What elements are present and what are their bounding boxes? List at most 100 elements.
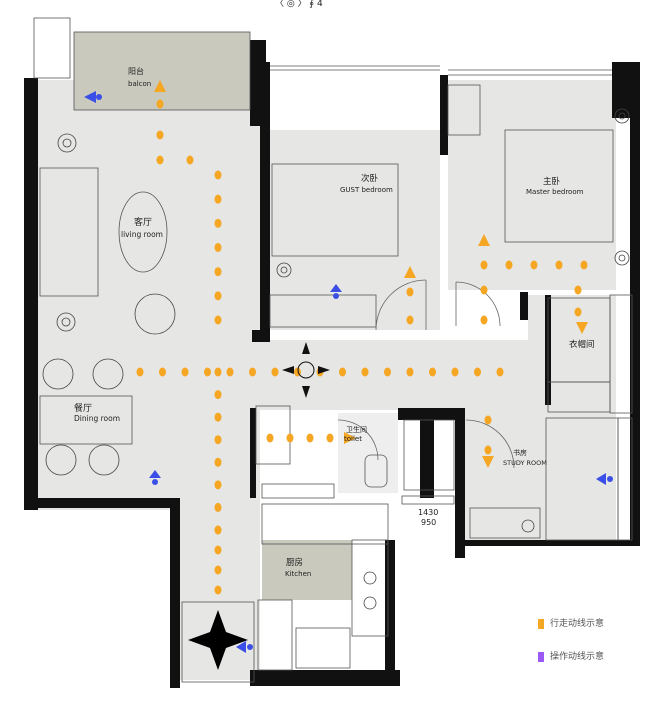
- path-dot: [204, 367, 211, 377]
- marker: [596, 473, 613, 485]
- arrow-down: [576, 322, 588, 334]
- path-dot: [580, 260, 588, 270]
- dimension-top: 1430: [418, 508, 438, 517]
- walking-path: [136, 99, 588, 595]
- legend-walking: 行走动线示意: [538, 616, 604, 629]
- living-label-zh: 客厅: [134, 216, 152, 228]
- path-dot: [326, 433, 334, 443]
- path-dot: [226, 367, 234, 377]
- walls: [24, 40, 640, 688]
- path-dot: [214, 315, 222, 325]
- entry-star-mark: [188, 610, 248, 670]
- legend-label: 行走动线示意: [550, 619, 605, 629]
- arrow-down: [482, 456, 494, 468]
- arrow-up: [478, 234, 490, 246]
- path-dot: [286, 433, 294, 443]
- dining-label-zh: 餐厅: [74, 402, 92, 414]
- kitchen-floor: [262, 540, 352, 600]
- path-dot: [406, 367, 414, 377]
- outlines: [33, 17, 633, 683]
- fixtures: [42, 108, 630, 610]
- path-dot: [214, 194, 222, 204]
- marker: [149, 470, 161, 485]
- path-dot: [156, 155, 164, 165]
- arrow-right: [344, 432, 356, 444]
- path-dot: [214, 291, 222, 301]
- path-dot: [496, 367, 504, 377]
- view-markers: [84, 91, 613, 653]
- path-dot: [384, 367, 391, 377]
- path-dot: [214, 243, 222, 252]
- toilet-label-en: toilet: [344, 435, 362, 443]
- compass-icon: [282, 342, 330, 398]
- path-dot: [574, 307, 582, 317]
- path-dot: [480, 285, 488, 295]
- legend-swatch: [538, 651, 544, 662]
- header-glyphs: 〈 ◎ 〉 ∮ 4: [275, 0, 323, 9]
- path-dot: [484, 445, 492, 455]
- path-dot: [214, 502, 222, 512]
- study-label-zh: 书房: [513, 448, 527, 457]
- floor-fill: [38, 80, 616, 680]
- study-label-en: STUDY ROOM: [503, 459, 547, 467]
- kitchen-label-zh: 厨房: [286, 557, 303, 568]
- legend-operation: 操作动线示意: [538, 649, 604, 662]
- path-dot: [474, 367, 481, 377]
- path-dot: [214, 267, 222, 277]
- path-dot: [530, 260, 538, 270]
- path-dot: [214, 545, 222, 555]
- path-dot: [214, 412, 222, 422]
- path-dot: [406, 287, 414, 297]
- path-dot: [156, 130, 164, 140]
- path-dot: [505, 260, 513, 270]
- path-dot: [214, 565, 222, 575]
- path-dot: [214, 435, 222, 445]
- path-dot: [214, 170, 222, 180]
- path-dot: [451, 367, 459, 377]
- arrow-up: [154, 80, 166, 92]
- path-dot: [480, 315, 488, 325]
- living-label-en: living room: [121, 230, 163, 239]
- arrow-up: [404, 266, 416, 278]
- path-dot: [249, 367, 256, 377]
- path-dot: [429, 367, 436, 377]
- path-dot: [214, 218, 222, 228]
- path-dot: [214, 525, 222, 535]
- marker: [236, 641, 253, 653]
- master-label-en: Master bedroom: [526, 188, 584, 196]
- kitchen-label-en: Kitchen: [285, 570, 311, 578]
- guest-label-zh: 次卧: [361, 173, 379, 184]
- balcony-label-en: balcon: [128, 80, 151, 88]
- path-dot: [339, 367, 346, 377]
- path-dot: [480, 260, 488, 270]
- path-dot: [271, 367, 279, 377]
- guest-label-en: GUST bedroom: [340, 186, 393, 194]
- path-dot: [214, 457, 222, 467]
- legend-label: 操作动线示意: [550, 652, 605, 662]
- path-dot: [214, 585, 222, 595]
- legend-swatch: [538, 618, 544, 629]
- path-dot: [159, 367, 166, 377]
- toilet-label-zh: 卫生间: [346, 425, 367, 434]
- doors: [337, 279, 515, 469]
- path-dot: [186, 155, 194, 165]
- path-dot: [266, 433, 274, 443]
- marker: [330, 284, 342, 299]
- path-dot: [136, 367, 144, 377]
- path-dot: [361, 367, 369, 377]
- path-dot: [484, 415, 492, 425]
- master-label-zh: 主卧: [543, 176, 561, 187]
- path-dot: [214, 480, 222, 490]
- path-dot: [406, 315, 414, 325]
- toilet-floor: [338, 413, 398, 493]
- path-dot: [214, 367, 222, 377]
- balcony-floor: [74, 32, 250, 110]
- balcony-label-zh: 阳台: [128, 66, 144, 76]
- path-dot: [306, 433, 314, 443]
- path-arrows: [154, 80, 588, 468]
- closet-label-zh: 衣帽间: [569, 339, 595, 350]
- path-dot: [214, 390, 222, 400]
- path-dot: [574, 285, 582, 295]
- path-dot: [181, 367, 189, 377]
